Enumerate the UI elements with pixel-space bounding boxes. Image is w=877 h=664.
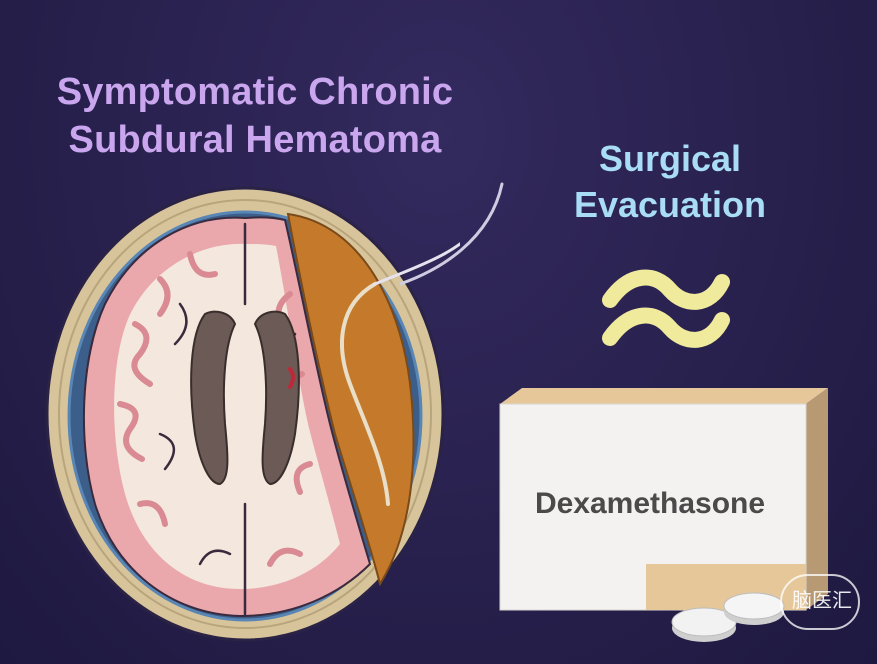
- title-line-1: Symptomatic Chronic: [56, 71, 454, 113]
- surgical-line-2: Evacuation: [573, 184, 767, 225]
- skull-inner-line: [58, 199, 432, 629]
- box-side: [806, 388, 828, 610]
- ventricle-right: [253, 310, 300, 486]
- hematoma: [286, 212, 415, 587]
- watermark-text: 脑医汇: [792, 590, 852, 612]
- surgical-label: Surgical Evacuation: [545, 136, 795, 228]
- pill-icon: [671, 592, 785, 642]
- drain-tube-extension: [400, 182, 504, 286]
- watermark-ring: [780, 574, 860, 630]
- title-line-2: Subdural Hematoma: [68, 119, 442, 161]
- brain-illustration: [45, 186, 460, 642]
- drain-tube: [373, 242, 460, 286]
- pill-box-icon: [499, 388, 828, 611]
- sulci: [158, 222, 297, 616]
- watermark-logo: 脑医汇: [774, 570, 870, 636]
- box-top: [500, 388, 828, 404]
- gyri-folds-left: [117, 251, 218, 527]
- medication-label: Dexamethasone: [534, 487, 766, 520]
- drain-catheter-icon: [340, 282, 390, 506]
- ventricle-left: [190, 310, 237, 486]
- surgical-line-1: Surgical: [598, 138, 742, 179]
- bleed-spot: [288, 367, 295, 389]
- diagram-title: Symptomatic Chronic Subdural Hematoma: [30, 68, 480, 164]
- approx-equal-icon: [602, 269, 730, 348]
